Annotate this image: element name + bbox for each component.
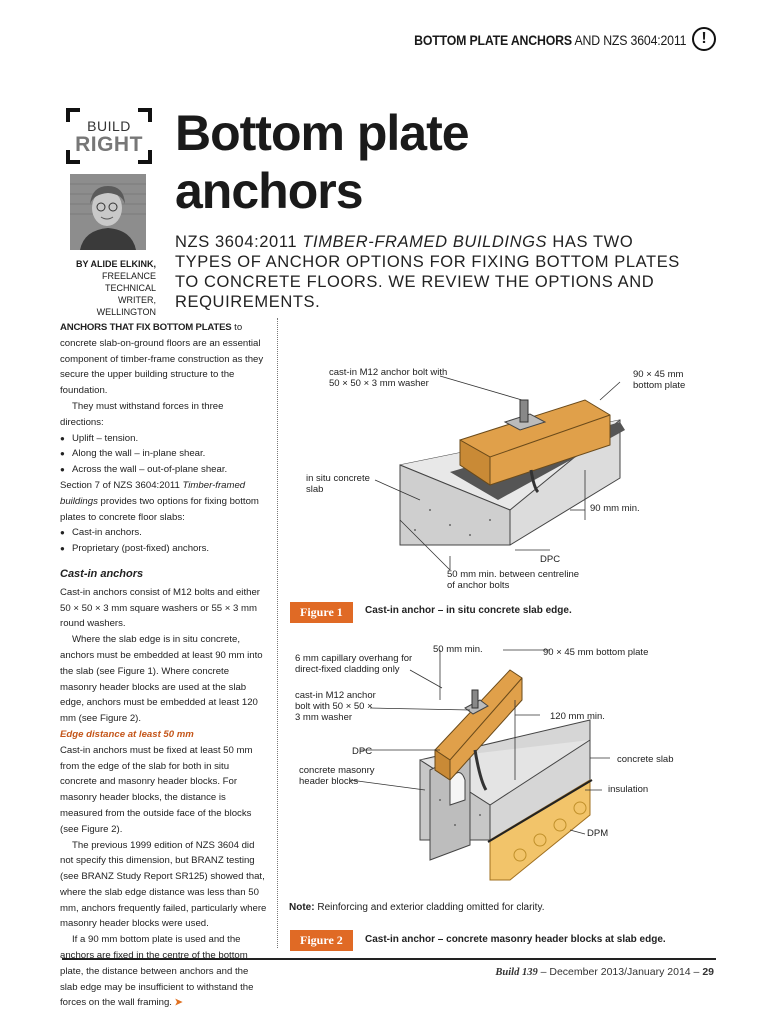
section7-a: Section 7 of NZS 3604:2011 — [60, 479, 183, 491]
fig2-label-slab: concrete slab — [617, 754, 674, 765]
list-item: Across the wall – out-of-plane shear. — [60, 462, 268, 478]
logo-line-build: BUILD — [87, 118, 131, 134]
options-list: Cast-in anchors. Proprietary (post-fixed… — [60, 525, 268, 557]
fig2-label-insulation: insulation — [608, 784, 649, 795]
intro-text: to concrete slab-on-ground floors are an… — [60, 322, 264, 397]
fig2-label-depth: 120 mm min. — [550, 711, 605, 722]
label-line: 3 mm washer — [295, 712, 353, 723]
paragraph: Cast-in anchors consist of M12 bolts and… — [60, 586, 260, 630]
alert-icon: ! — [692, 27, 716, 51]
fig2-label-dpc: DPC — [352, 746, 373, 757]
author-role-2: WRITER, WELLINGTON — [96, 295, 156, 317]
fig2-label-edge: 50 mm min. — [433, 644, 483, 655]
continue-arrow-icon: ➤ — [174, 997, 183, 1009]
fig2-label-plate: 90 × 45 mm bottom plate — [543, 647, 649, 658]
figure-1-caption: Cast-in anchor – in situ concrete slab e… — [365, 605, 572, 616]
label-line: 6 mm capillary overhang for — [295, 653, 413, 664]
paragraph: Where the slab edge is in situ concrete,… — [60, 634, 263, 725]
note-bold: Note: — [289, 902, 315, 913]
label-line: concrete masonry — [299, 765, 375, 776]
paragraph: If a 90 mm bottom plate is used and the … — [60, 932, 268, 1011]
label-line: 90 × 45 mm — [633, 369, 684, 380]
figure-1-tag: Figure 1 — [290, 602, 353, 623]
label-line: cast-in M12 anchor — [295, 690, 376, 701]
label-line: bottom plate — [633, 380, 686, 391]
running-header-rest: AND NZS 3604:2011 — [571, 32, 686, 48]
label-line: direct-fixed cladding only — [295, 664, 400, 675]
byline: BY ALIDE ELKINK, FREELANCE TECHNICAL WRI… — [60, 258, 156, 318]
standfirst-italic: TIMBER-FRAMED BUILDINGS — [302, 233, 548, 251]
page-title: Bottom plate anchors — [175, 104, 470, 220]
label-line: header blocks — [299, 776, 359, 787]
folio-magazine: Build 139 — [495, 967, 538, 978]
subheading-edge-distance: Edge distance at least 50 mm — [60, 728, 194, 740]
intro-lead: ANCHORS THAT FIX BOTTOM PLATES — [60, 322, 232, 333]
author-name: BY ALIDE ELKINK, — [75, 259, 156, 269]
fig1-label-dpc: DPC — [540, 554, 561, 565]
figure-2-tag: Figure 2 — [290, 930, 353, 951]
page-folio: Build 139 – December 2013/January 2014 –… — [495, 966, 714, 978]
label-line: cast-in M12 anchor bolt with — [329, 367, 448, 378]
standfirst-part-1: NZS 3604:2011 — [175, 233, 303, 251]
label-line: bolt with 50 × 50 × — [295, 701, 373, 712]
standfirst-part-2: HAS TWO TYPES OF ANCHOR OPTIONS FOR FIXI… — [175, 233, 680, 311]
figure-2-caption: Cast-in anchor – concrete masonry header… — [365, 934, 666, 945]
fig1-label-depth: 90 mm min. — [590, 503, 640, 514]
fig2-label-dpm: DPM — [587, 828, 609, 839]
label-line: 50 × 50 × 3 mm washer — [329, 378, 429, 389]
title-line-2: anchors — [175, 163, 364, 219]
list-item: Proprietary (post-fixed) anchors. — [60, 541, 268, 557]
paragraph-text: If a 90 mm bottom plate is used and the … — [60, 934, 254, 1009]
label-line: in situ concrete — [306, 473, 370, 484]
heading-cast-in: Cast-in anchors — [60, 567, 144, 580]
section7-b: provides two options for fixing bottom p… — [60, 495, 259, 523]
list-item: Cast-in anchors. — [60, 525, 268, 541]
footer-rule — [62, 958, 716, 960]
build-right-logo: BUILD RIGHT — [66, 108, 152, 164]
figure-2-note: Note: Reinforcing and exterior cladding … — [289, 902, 544, 913]
note-text: Reinforcing and exterior cladding omitte… — [314, 902, 545, 913]
running-header: BOTTOM PLATE ANCHORS AND NZS 3604:2011 — [414, 32, 686, 48]
author-role-1: FREELANCE TECHNICAL — [101, 271, 156, 293]
standfirst: NZS 3604:2011 TIMBER-FRAMED BUILDINGS HA… — [175, 232, 695, 312]
paragraph-section7: Section 7 of NZS 3604:2011 Timber-framed… — [60, 478, 268, 525]
label-line: 50 mm min. between centreline — [447, 569, 580, 580]
list-item: Along the wall – in-plane shear. — [60, 446, 268, 462]
running-header-bold: BOTTOM PLATE ANCHORS — [413, 32, 572, 48]
title-line-1: Bottom plate — [175, 105, 470, 161]
logo-line-right: RIGHT — [75, 133, 143, 156]
paragraph-forces: They must withstand forces in three dire… — [60, 400, 224, 428]
forces-list: Uplift – tension. Along the wall – in-pl… — [60, 431, 268, 478]
figure-2-illustration — [349, 649, 610, 881]
folio-page-number: 29 — [702, 966, 714, 978]
paragraph: Cast-in anchors must be fixed at least 5… — [60, 744, 253, 835]
column-divider — [277, 318, 278, 948]
label-line: slab — [306, 484, 324, 495]
paragraph-intro: ANCHORS THAT FIX BOTTOM PLATES to concre… — [60, 320, 268, 399]
body-column: ANCHORS THAT FIX BOTTOM PLATES to concre… — [60, 320, 268, 1011]
folio-date: – December 2013/January 2014 – — [537, 966, 703, 978]
label-line: of anchor bolts — [447, 580, 510, 591]
list-item: Uplift – tension. — [60, 431, 268, 447]
figure-1-illustration — [374, 375, 625, 571]
paragraph: The previous 1999 edition of NZS 3604 di… — [60, 839, 267, 930]
author-photo — [70, 174, 146, 250]
section7-italic: Timber-framed buildings — [60, 479, 246, 507]
